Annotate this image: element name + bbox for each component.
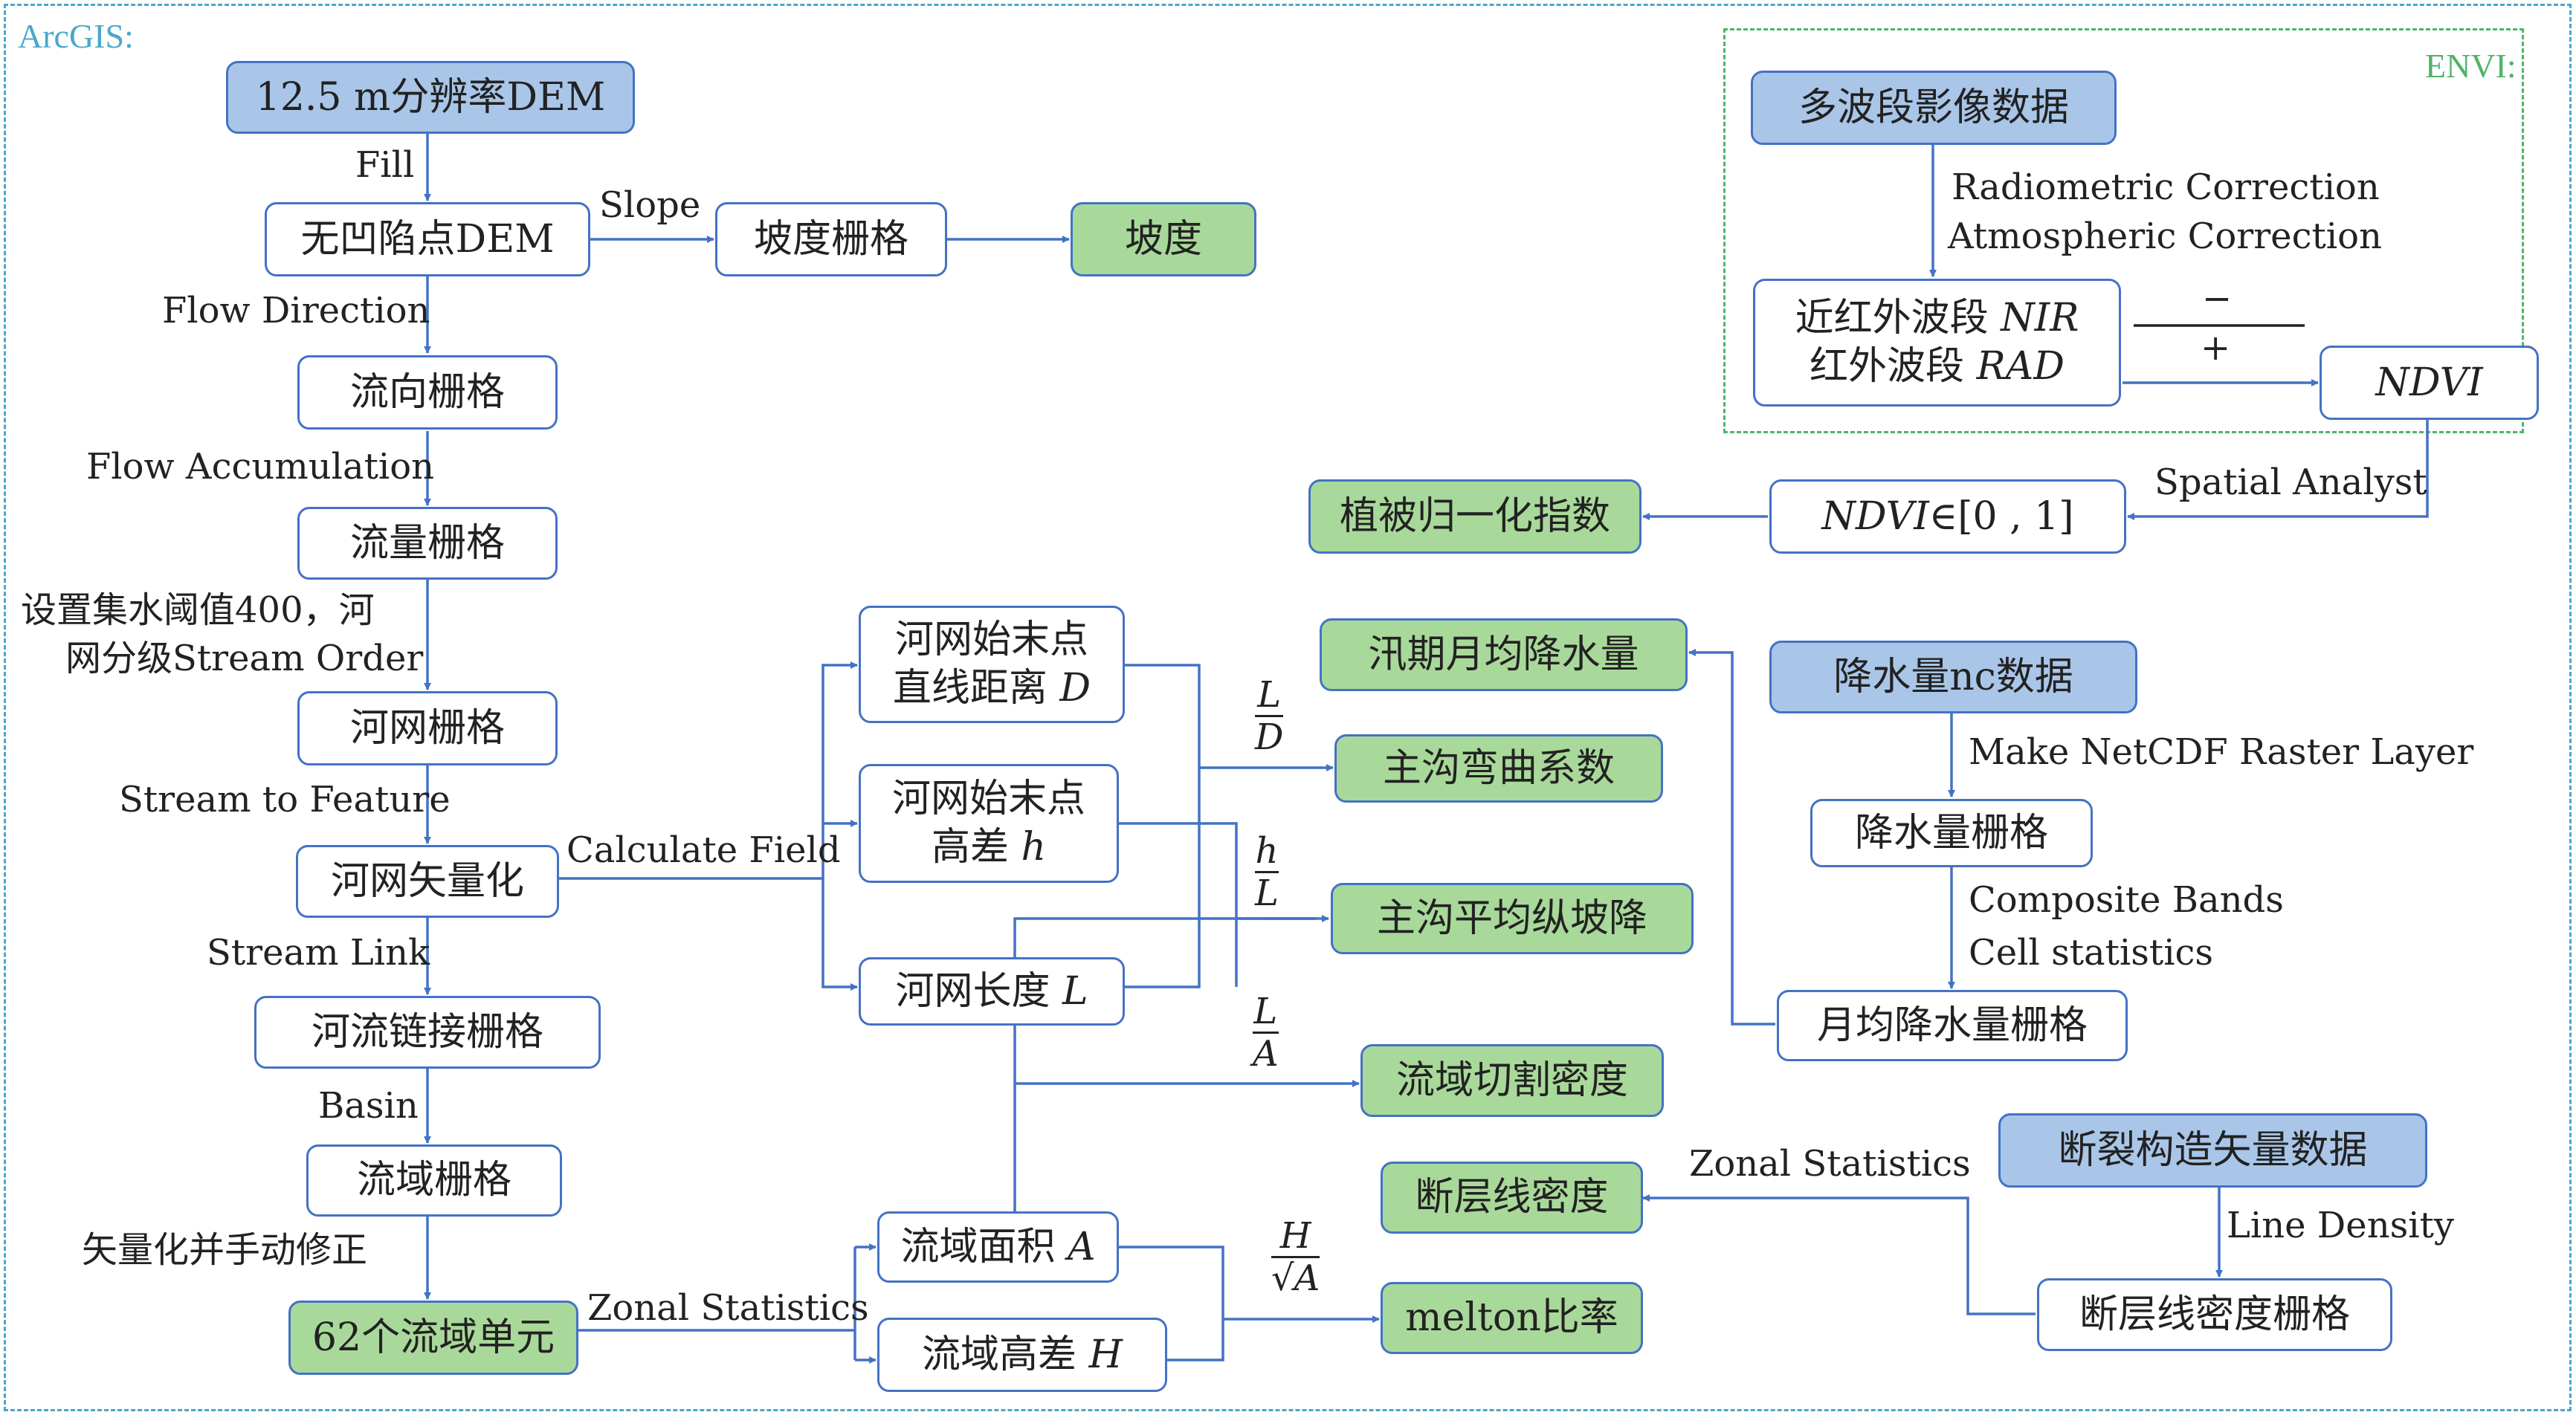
nir-rad-bands-node: 近红外波段 NIR 红外波段 RAD xyxy=(1753,279,2121,407)
label-plus: + xyxy=(2201,327,2231,369)
flow-direction-node: 流向栅格 xyxy=(297,355,558,430)
melton-result-node: melton比率 xyxy=(1381,1282,1643,1354)
envi-frame-label: ENVI: xyxy=(2425,47,2517,85)
basin-units-node: 62个流域单元 xyxy=(288,1301,578,1375)
dem-node: 12.5 m分辨率DEM xyxy=(226,61,635,134)
label-make-netcdf: Make NetCDF Raster Layer xyxy=(1969,731,2474,773)
label-basin: Basin xyxy=(318,1085,419,1127)
label-composite-bands: Composite Bands xyxy=(1969,879,2284,921)
label-atmospheric-correction: Atmospheric Correction xyxy=(1948,216,2382,257)
sinuosity-result-node: 主沟弯曲系数 xyxy=(1334,734,1663,803)
multiband-image-node: 多波段影像数据 xyxy=(1751,71,2117,145)
label-radiometric-correction: Radiometric Correction xyxy=(1952,166,2380,208)
label-stream-to-feature: Stream to Feature xyxy=(119,779,451,820)
endpoint-elevation-node: 河网始末点 高差 h xyxy=(859,764,1119,883)
flood-precipitation-result-node: 汛期月均降水量 xyxy=(1320,618,1688,691)
arcgis-frame xyxy=(4,4,2572,1411)
envi-frame xyxy=(1723,28,2524,433)
monthly-precipitation-raster-node: 月均降水量栅格 xyxy=(1777,990,2128,1061)
label-zonal-statistics-fault: Zonal Statistics xyxy=(1689,1143,1971,1185)
dissection-result-node: 流域切割密度 xyxy=(1360,1044,1664,1117)
slope-raster-node: 坡度栅格 xyxy=(715,202,947,276)
fault-density-result-node: 断层线密度 xyxy=(1381,1162,1643,1234)
label-stream-link: Stream Link xyxy=(207,932,430,974)
label-spatial-analyst: Spatial Analyst xyxy=(2154,462,2427,503)
gradient-result-node: 主沟平均纵坡降 xyxy=(1331,883,1694,954)
fault-vector-node: 断裂构造矢量数据 xyxy=(1998,1113,2427,1188)
basin-relief-node: 流域高差 H xyxy=(877,1318,1167,1392)
label-line-density: Line Density xyxy=(2227,1205,2454,1246)
label-flow-direction: Flow Direction xyxy=(162,290,430,331)
filled-dem-node: 无凹陷点DEM xyxy=(265,202,590,276)
label-calculate-field: Calculate Field xyxy=(566,829,841,871)
vegetation-index-result-node: 植被归一化指数 xyxy=(1308,479,1642,554)
slope-result-node: 坡度 xyxy=(1071,202,1256,276)
label-threshold-line1: 设置集水阈值400，河 xyxy=(21,589,375,631)
precipitation-raster-node: 降水量栅格 xyxy=(1810,799,2093,867)
precipitation-nc-node: 降水量nc数据 xyxy=(1769,641,2137,713)
stream-raster-node: 河网栅格 xyxy=(297,691,558,765)
fault-density-raster-node: 断层线密度栅格 xyxy=(2037,1278,2392,1351)
flow-accumulation-node: 流量栅格 xyxy=(297,507,558,580)
stream-length-node: 河网长度 L xyxy=(859,957,1125,1026)
label-minus: − xyxy=(2202,278,2233,320)
endpoint-distance-node: 河网始末点 直线距离 D xyxy=(859,606,1125,723)
ndvi-node: NDVI xyxy=(2320,346,2539,420)
label-fill: Fill xyxy=(355,144,415,186)
fraction-h-over-sqrt-a: H√A xyxy=(1271,1215,1320,1300)
label-flow-accumulation: Flow Accumulation xyxy=(86,446,435,488)
label-threshold-line2: 网分级Stream Order xyxy=(65,638,424,679)
stream-vector-node: 河网矢量化 xyxy=(296,845,559,918)
label-zonal-statistics: Zonal Statistics xyxy=(587,1287,869,1329)
label-vectorize: 矢量化并手动修正 xyxy=(82,1229,368,1271)
arcgis-frame-label: ArcGIS: xyxy=(18,17,134,55)
label-cell-statistics: Cell statistics xyxy=(1969,932,2214,974)
stream-link-node: 河流链接栅格 xyxy=(254,996,601,1069)
ndvi-normalized-node: NDVI∈[0 , 1] xyxy=(1769,479,2126,554)
basin-raster-node: 流域栅格 xyxy=(306,1144,562,1217)
label-slope: Slope xyxy=(599,184,701,226)
basin-area-node: 流域面积 A xyxy=(877,1211,1119,1283)
